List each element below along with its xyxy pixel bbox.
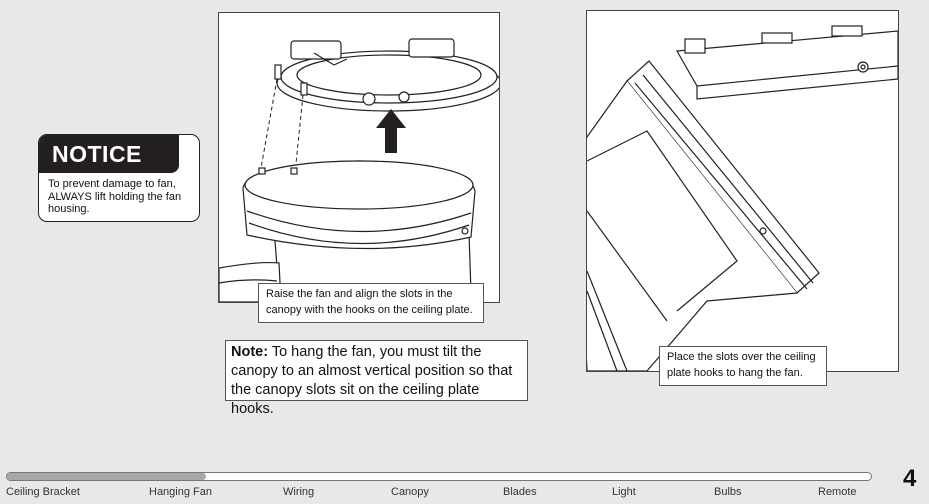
progress-bar [6,472,872,481]
step-canopy: Canopy [391,486,429,498]
illustration-align-slots [218,12,500,303]
note-label: Note: [231,344,269,360]
note-box: Note: To hang the fan, you must tilt the… [225,340,528,417]
notice-box: NOTICE To prevent damage to fan, ALWAYS … [38,134,200,222]
illustration-hang-fan [586,10,899,372]
page-number: 4 [903,465,917,492]
caption-hang-fan: Place the slots over the ceiling plate h… [659,346,827,386]
fan-canopy-drawing [219,38,499,302]
notice-text: To prevent damage to fan, ALWAYS lift ho… [48,178,182,215]
fan-hanging-drawing [587,25,898,371]
step-blades: Blades [503,486,537,498]
step-bulbs: Bulbs [714,486,742,498]
step-hanging-fan: Hanging Fan [149,486,212,498]
note-text: To hang the fan, you must tilt the canop… [231,344,513,417]
step-remote: Remote [818,486,857,498]
notice-title: NOTICE [39,135,179,173]
caption-align-slots: Raise the fan and align the slots in the… [258,283,484,323]
progress-fill [7,473,206,480]
step-wiring: Wiring [283,486,315,498]
step-light: Light [612,486,636,498]
step-ceiling-bracket: Ceiling Bracket [6,486,80,498]
